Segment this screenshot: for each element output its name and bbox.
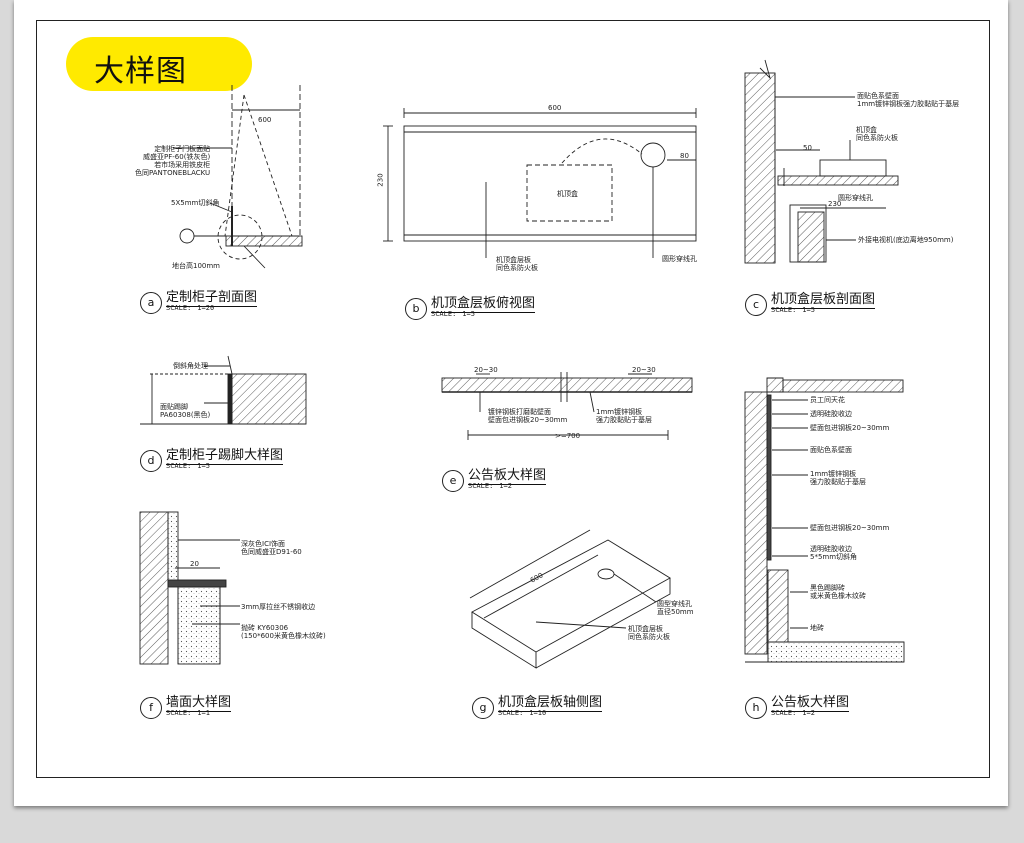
view-g-title: 机顶盒层板轴侧图 (498, 691, 603, 712)
view-d-title: 定制柜子踢脚大样图 (166, 444, 284, 465)
view-c-drawing (744, 59, 899, 264)
note-c-hole: 圆形穿线孔 (838, 194, 873, 202)
view-b-title: 机顶盒层板俯视图 (431, 292, 536, 313)
view-f-marker: f (140, 697, 162, 719)
dim-c-50: 50 (803, 144, 812, 152)
note-h-wall: 面贴色系壁面 (810, 446, 852, 454)
note-c-wall: 面贴色系壁面 1mm镀锌钢板强力胶黏贴于基层 (857, 92, 960, 108)
view-f-title: 墙面大样图 (166, 691, 232, 712)
note-a-chamfer: 5X5mm切斜角 (171, 199, 220, 207)
note-h-ceiling: 员工间天花 (810, 396, 845, 404)
dim-b-width: 600 (548, 104, 562, 112)
view-d-marker: d (140, 450, 162, 472)
view-g-scale: SCALE:1=10 (498, 709, 547, 717)
view-e-drawing (441, 372, 693, 440)
view-h-marker: h (745, 697, 767, 719)
note-h-silicone-chamfer: 透明硅胶收边 5*5mm切斜角 (810, 545, 858, 561)
dim-f-20: 20 (190, 560, 199, 568)
note-h-kick-tile: 黑色踢脚砖 或米黄色橡木纹砖 (810, 584, 866, 600)
sheet-title-badge: 大样图 (66, 37, 252, 91)
dim-e-left: 20~30 (474, 366, 498, 374)
note-g-shelf: 机顶盒层板 同色系防火板 (628, 625, 670, 641)
view-c-title: 机顶盒层板剖面图 (771, 288, 876, 309)
note-h-silicone: 透明硅胶收边 (810, 410, 852, 418)
view-g-marker: g (472, 697, 494, 719)
note-h-floor-tile: 地砖 (810, 624, 824, 632)
note-h-steel-glue: 1mm镀锌钢板 强力胶黏贴于基层 (810, 470, 866, 486)
note-d-chamfer: 倒斜角处理 (173, 362, 208, 370)
note-d-kick: 面贴踢脚 PA60308(黑色) (160, 403, 211, 419)
drawing-sheet: 大样图 (14, 0, 1008, 806)
view-b-scale: SCALE:1=5 (431, 310, 475, 318)
view-e-title: 公告板大样图 (468, 464, 547, 485)
note-h-steel-wrap-2: 壁面包进钢板20~30mm (810, 524, 890, 532)
note-c-box: 机顶盒 同色系防火板 (856, 126, 898, 142)
note-e-steel-polish: 镀锌钢板打磨黏壁面 壁面包进钢板20~30mm (488, 408, 568, 424)
sheet-title: 大样图 (94, 54, 187, 89)
view-g-drawing (469, 529, 671, 669)
note-f-tile: 抛砖 KY60306 (150*600米黄色橡木纹砖) (241, 624, 326, 640)
dim-c-230: 230 (828, 200, 842, 208)
view-d-drawing (140, 355, 307, 425)
dim-b-depth: 230 (376, 173, 385, 187)
view-b-drawing (383, 108, 697, 258)
view-a-scale: SCALE:1=20 (166, 304, 215, 312)
view-c-scale: SCALE:1=5 (771, 306, 815, 314)
view-h-title: 公告板大样图 (771, 691, 850, 712)
view-d-scale: SCALE:1=5 (166, 462, 210, 470)
note-a-plinth-height: 地台高100mm (172, 262, 220, 270)
drawing-frame (36, 20, 990, 778)
note-b-box: 机顶盒 (557, 190, 578, 198)
dim-e-right: 20~30 (632, 366, 656, 374)
view-a-marker: a (140, 292, 162, 314)
note-e-steel-glue: 1mm镀锌钢板 强力胶黏贴于基层 (596, 408, 652, 424)
note-b-shelf: 机顶盒层板 同色系防火板 (496, 256, 538, 272)
view-e-marker: e (442, 470, 464, 492)
view-f-drawing (139, 511, 240, 665)
note-f-steel-edge: 3mm厚拉丝不锈钢收边 (241, 603, 316, 611)
note-g-hole: 圆型穿线孔 直径50mm (657, 600, 694, 616)
view-a-title: 定制柜子剖面图 (166, 286, 258, 307)
view-b-marker: b (405, 298, 427, 320)
view-h-drawing (744, 377, 905, 663)
note-h-steel-wrap: 壁面包进钢板20~30mm (810, 424, 890, 432)
view-h-scale: SCALE:1=2 (771, 709, 815, 717)
view-f-scale: SCALE:1=1 (166, 709, 210, 717)
dim-e-length: >=700 (555, 432, 581, 440)
note-f-finish: 深灰色ICI饰面 色同威盛亚D91-60 (241, 540, 302, 556)
note-b-hole: 圆形穿线孔 (662, 255, 697, 263)
note-c-tv: 外接电视机(底边离地950mm) (858, 236, 954, 244)
note-a-door-finish: 定制柜子门板面贴 威盛亚PF-60(铁灰色) 若市场采用铁皮柜 色同PANTON… (135, 145, 211, 177)
dim-a-width: 600 (258, 116, 272, 124)
dim-b-hole-offset: 80 (680, 152, 689, 160)
view-a-drawing (173, 85, 303, 269)
view-c-marker: c (745, 294, 767, 316)
view-e-scale: SCALE:1=2 (468, 482, 512, 490)
